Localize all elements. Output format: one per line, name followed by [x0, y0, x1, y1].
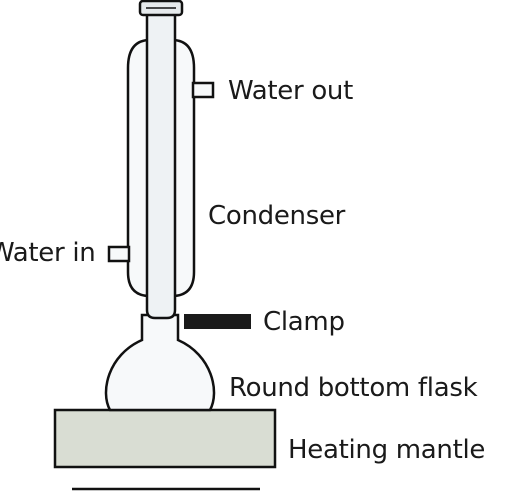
water-in-arm: [107, 245, 131, 263]
label-water-in: Water in: [0, 238, 96, 268]
label-round-bottom-flask: Round bottom flask: [229, 373, 478, 403]
clamp: [184, 314, 251, 329]
water-out-arm: [191, 81, 215, 99]
label-water-out: Water out: [228, 76, 354, 106]
label-heating-mantle: Heating mantle: [288, 435, 486, 465]
round-bottom-flask: [104, 313, 216, 412]
heating-mantle: [53, 408, 277, 469]
inner-tube: [145, 10, 177, 320]
label-clamp: Clamp: [263, 307, 345, 337]
label-condenser: Condenser: [208, 201, 346, 231]
